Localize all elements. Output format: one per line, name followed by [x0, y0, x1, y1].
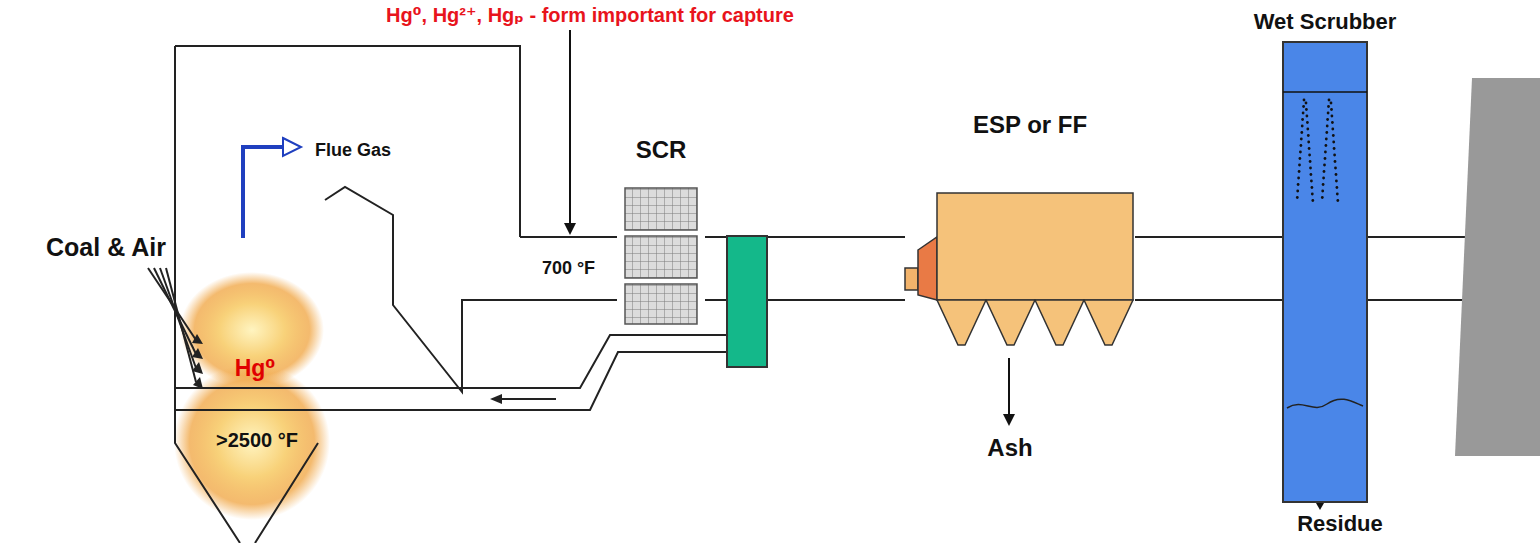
input-label: Coal & Air	[46, 233, 166, 262]
flue-duct	[1135, 237, 1283, 300]
arrow-head	[283, 138, 301, 156]
boiler: Flue GasHg⁰ >2500 °F	[175, 46, 520, 543]
ash-arrow	[1008, 358, 1010, 416]
stack-duct	[1367, 237, 1466, 300]
callout-note: Hg⁰, Hg²⁺, Hgₚ - form important for capt…	[386, 4, 794, 27]
output-label: Ash	[987, 434, 1032, 462]
unit-heading: ESP or FF	[973, 111, 1087, 139]
stack	[1455, 78, 1540, 456]
leader-line	[569, 30, 571, 226]
particulate-collector-drawing	[905, 193, 1135, 345]
flow-arrow	[500, 398, 556, 400]
temperature-label: >2500 °F	[216, 429, 298, 452]
return-duct	[175, 335, 727, 410]
arrow-head	[564, 223, 576, 235]
boiler-outline	[175, 46, 520, 543]
flue-duct	[520, 237, 617, 300]
scr-reactor: SCR	[610, 130, 712, 335]
unit-heading: Wet Scrubber	[1254, 9, 1397, 34]
stream-label: Flue Gas	[315, 140, 391, 161]
flue-gas-arrow	[243, 147, 284, 238]
arrow-head	[490, 394, 502, 404]
air-preheater	[727, 236, 767, 367]
boiler-drawing	[175, 46, 520, 543]
wet-scrubber-outline	[1283, 42, 1367, 502]
flame	[180, 272, 324, 388]
temperature-label: 700 °F	[540, 258, 597, 279]
species-label: Hg⁰	[235, 355, 276, 381]
wet-scrubber-drawing	[1283, 42, 1367, 502]
wet-scrubber: Wet Scrubber	[1250, 5, 1400, 505]
particulate-collector: ESP or FF	[895, 105, 1145, 350]
arrow-head	[1316, 503, 1324, 510]
scr-reactor-outline	[617, 182, 705, 330]
arrow-head	[1003, 414, 1015, 426]
particulate-collector-outline	[905, 193, 1135, 345]
scr-reactor-drawing	[617, 182, 705, 330]
unit-heading: SCR	[636, 136, 687, 164]
output-label: Residue	[1297, 511, 1383, 536]
